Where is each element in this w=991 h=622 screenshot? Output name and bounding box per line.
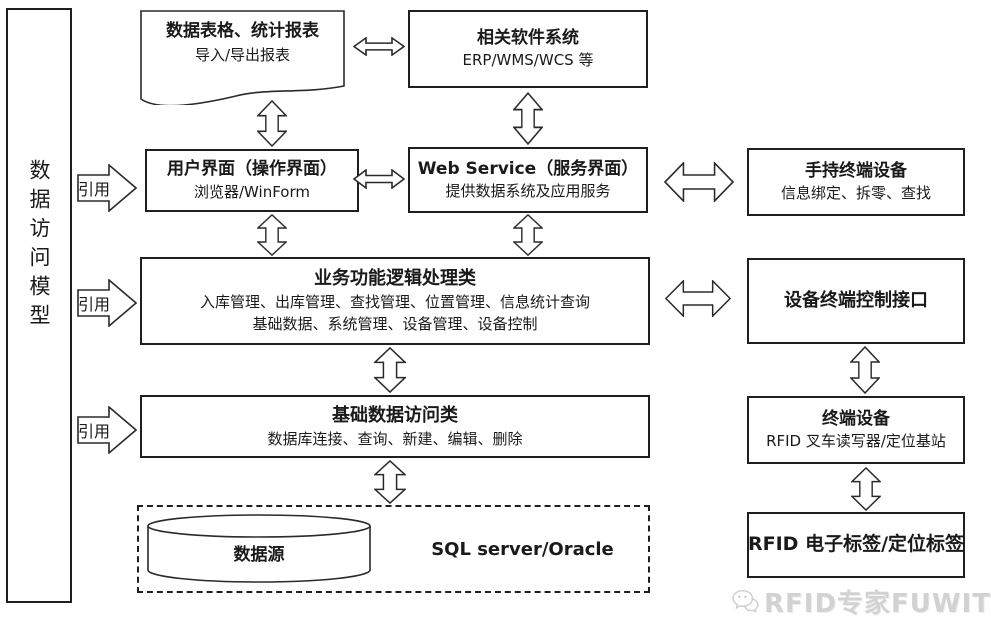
data-access-class-subtitle: 数据库连接、查询、新建、编辑、删除 xyxy=(267,429,523,448)
double-arrow-horizontal-icon xyxy=(665,280,731,317)
business-logic-title: 业务功能逻辑处理类 xyxy=(314,268,476,290)
data-access-class-box: 基础数据访问类 数据库连接、查询、新建、编辑、删除 xyxy=(140,395,650,458)
double-arrow-vertical-icon xyxy=(850,346,880,394)
related-software-title: 相关软件系统 xyxy=(477,27,579,48)
double-arrow-horizontal-icon xyxy=(664,162,734,202)
chat-bubbles-icon xyxy=(732,589,759,613)
report-subtitle: 导入/导出报表 xyxy=(194,46,291,65)
web-service-title: Web Service（服务界面） xyxy=(417,158,639,179)
business-logic-line1: 入库管理、出库管理、查找管理、位置管理、信息统计查询 xyxy=(199,293,590,312)
data-access-model-bar: 数据访问模型 xyxy=(6,8,72,603)
device-control-interface-title: 设备终端控制接口 xyxy=(784,289,928,311)
double-arrow-vertical-icon xyxy=(513,92,543,145)
handheld-terminal-subtitle: 信息绑定、拆零、查找 xyxy=(780,184,931,203)
watermark-text: RFID专家FUWIT xyxy=(764,588,991,619)
datasource-label: 数据源 xyxy=(233,545,285,565)
reference-label: 引用 xyxy=(78,422,111,441)
terminal-device-title: 终端设备 xyxy=(822,408,890,429)
rfid-tags-box: RFID 电子标签/定位标签 xyxy=(747,512,965,578)
block-arrow-right-icon xyxy=(77,279,137,327)
reference-arrow: 引用 xyxy=(77,406,137,454)
business-logic-box: 业务功能逻辑处理类 入库管理、出库管理、查找管理、位置管理、信息统计查询 基础数… xyxy=(140,257,650,345)
report-title: 数据表格、统计报表 xyxy=(166,21,319,41)
data-access-class-title: 基础数据访问类 xyxy=(332,404,458,426)
block-arrow-right-icon xyxy=(77,406,137,454)
terminal-device-box: 终端设备 RFID 叉车读写器/定位基站 xyxy=(747,396,965,464)
database-cylinder-icon xyxy=(147,514,371,583)
rfid-tags-title: RFID 电子标签/定位标签 xyxy=(748,533,965,556)
reference-arrow: 引用 xyxy=(77,164,137,212)
related-software-box: 相关软件系统 ERP/WMS/WCS 等 xyxy=(408,10,648,88)
reference-label: 引用 xyxy=(78,295,111,314)
block-arrow-right-icon xyxy=(77,164,137,212)
double-arrow-vertical-icon xyxy=(374,460,406,504)
reference-label: 引用 xyxy=(78,180,111,199)
double-arrow-vertical-icon xyxy=(513,214,543,256)
web-service-box: Web Service（服务界面） 提供数据系统及应用服务 xyxy=(408,147,648,213)
double-arrow-horizontal-icon xyxy=(353,169,405,189)
sql-oracle-label: SQL server/Oracle xyxy=(431,538,614,560)
double-arrow-horizontal-icon xyxy=(353,37,405,56)
double-arrow-vertical-icon xyxy=(257,214,287,256)
business-logic-line2: 基础数据、系统管理、设备管理、设备控制 xyxy=(252,315,538,334)
double-arrow-vertical-icon xyxy=(374,347,406,393)
terminal-device-subtitle: RFID 叉车读写器/定位基站 xyxy=(766,432,946,451)
double-arrow-vertical-icon xyxy=(851,467,881,511)
device-control-interface-box: 设备终端控制接口 xyxy=(747,258,965,344)
related-software-subtitle: ERP/WMS/WCS 等 xyxy=(462,51,594,70)
user-interface-box: 用户界面（操作界面） 浏览器/WinForm xyxy=(145,149,359,212)
user-interface-title: 用户界面（操作界面） xyxy=(167,159,337,180)
web-service-subtitle: 提供数据系统及应用服务 xyxy=(445,182,611,201)
reference-arrow: 引用 xyxy=(77,279,137,327)
data-access-model-label: 数据访问模型 xyxy=(27,158,51,333)
handheld-terminal-box: 手持终端设备 信息绑定、拆零、查找 xyxy=(747,148,965,216)
report-document-shape xyxy=(140,10,345,105)
user-interface-subtitle: 浏览器/WinForm xyxy=(193,182,311,201)
handheld-terminal-title: 手持终端设备 xyxy=(805,160,907,181)
watermark: RFID专家FUWIT xyxy=(731,582,991,620)
report-document: 数据表格、统计报表 导入/导出报表 xyxy=(140,18,345,68)
double-arrow-vertical-icon xyxy=(257,100,287,147)
